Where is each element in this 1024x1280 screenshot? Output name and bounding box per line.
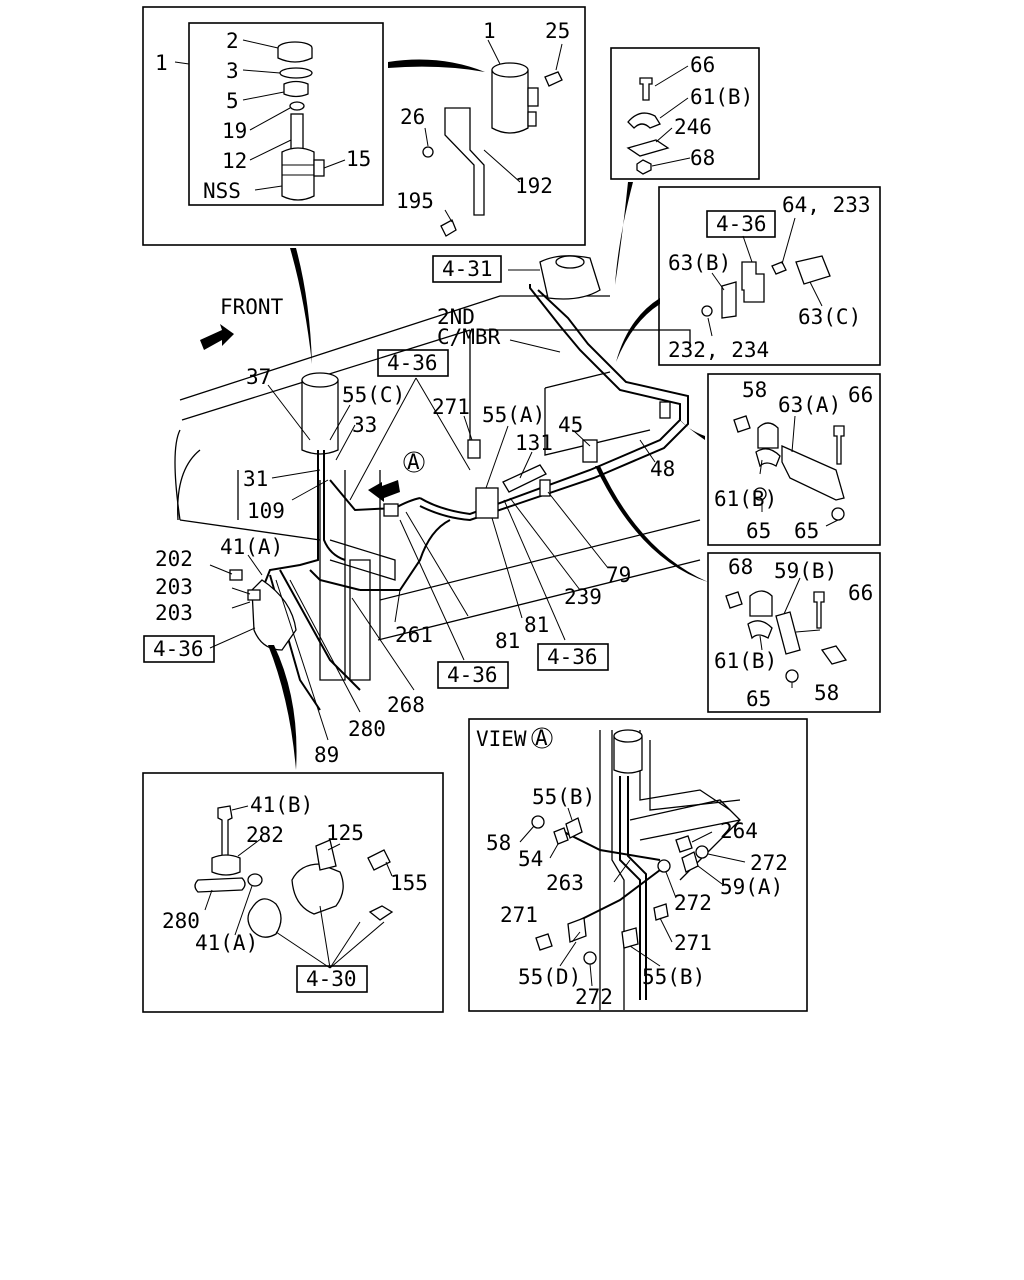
callout-239: 239 [564, 585, 602, 609]
callout-55d: 55(D) [518, 965, 581, 989]
callout-264: 264 [720, 819, 758, 843]
filter-detail-box [142, 6, 586, 246]
callout-81-a: 81 [495, 629, 520, 653]
callout-1: 1 [155, 51, 168, 75]
callout-55a: 55(A) [482, 403, 545, 427]
callout-195: 195 [396, 189, 434, 213]
callout-59a: 59(A) [720, 875, 783, 899]
callout-271-c: 271 [674, 931, 712, 955]
callout-58-a: 58 [742, 378, 767, 402]
callout-37: 37 [246, 365, 271, 389]
callout-41a-2: 41(A) [195, 931, 258, 955]
callout-41b: 41(B) [250, 793, 313, 817]
callout-203-b: 203 [155, 601, 193, 625]
callout-1-mounted: 1 [483, 19, 496, 43]
callout-54: 54 [518, 847, 543, 871]
callout-271-b: 271 [500, 903, 538, 927]
callout-3: 3 [226, 59, 239, 83]
callout-65-b: 65 [794, 519, 819, 543]
callout-63c: 63(C) [798, 305, 861, 329]
callout-68-b: 68 [728, 555, 753, 579]
callout-268: 268 [387, 693, 425, 717]
callout-280-a: 280 [348, 717, 386, 741]
callout-41a: 41(A) [220, 535, 283, 559]
callout-271-a: 271 [432, 395, 470, 419]
ref-4-31: 4-31 [442, 257, 493, 281]
ref-4-36-bracket: 4-36 [716, 212, 767, 236]
callout-272-a: 272 [750, 851, 788, 875]
callout-65-a: 65 [746, 519, 771, 543]
view-a-detail-box [468, 718, 808, 1012]
ref-4-36-left: 4-36 [153, 637, 204, 661]
callout-192: 192 [515, 174, 553, 198]
second-cmbr-label-line1: 2ND [437, 305, 475, 329]
callout-68-a: 68 [690, 146, 715, 170]
callout-89: 89 [314, 743, 339, 767]
pump-detail-box [142, 772, 444, 1013]
callout-12: 12 [222, 149, 247, 173]
second-cmbr-label-line2: C/MBR [437, 325, 501, 349]
callout-59b: 59(B) [774, 559, 837, 583]
callout-5: 5 [226, 89, 239, 113]
callout-131: 131 [515, 431, 553, 455]
callout-55c: 55(C) [342, 383, 405, 407]
view-a-circle-label: A [535, 726, 548, 750]
view-a-title: VIEW [476, 727, 527, 751]
ref-4-36-right: 4-36 [547, 645, 598, 669]
ref-4-36-top: 4-36 [387, 351, 438, 375]
main-assembly [174, 248, 701, 770]
callout-125: 125 [326, 821, 364, 845]
callout-15: 15 [346, 147, 371, 171]
ref-4-36-bottom: 4-36 [447, 663, 498, 687]
callout-61b-c: 61(B) [714, 649, 777, 673]
callout-55b-b: 55(B) [642, 965, 705, 989]
callout-31: 31 [243, 467, 268, 491]
callout-48: 48 [650, 457, 675, 481]
bracket-a-detail-box [678, 373, 881, 546]
callout-25: 25 [545, 19, 570, 43]
callout-61b-a: 61(B) [690, 85, 753, 109]
callout-58-c: 58 [486, 831, 511, 855]
callout-45: 45 [558, 413, 583, 437]
callout-66-b: 66 [848, 383, 873, 407]
callout-263: 263 [546, 871, 584, 895]
clamp-detail-box [610, 47, 760, 285]
callout-65-c: 65 [746, 687, 771, 711]
callout-282: 282 [246, 823, 284, 847]
callout-261: 261 [395, 623, 433, 647]
callout-66-a: 66 [690, 53, 715, 77]
ref-4-30: 4-30 [306, 967, 357, 991]
reference-boxes [143, 210, 776, 993]
callout-272-c: 272 [575, 985, 613, 1009]
front-label: FRONT [220, 295, 284, 319]
callout-109: 109 [247, 499, 285, 523]
callout-202: 202 [155, 547, 193, 571]
callout-2: 2 [226, 29, 239, 53]
bracket-detail-box [616, 186, 881, 366]
bracket-b-detail-box [595, 466, 881, 713]
callout-labels: 1 2 3 5 19 12 15 NSS 1 25 26 192 195 66 … [153, 19, 873, 1009]
callout-66-c: 66 [848, 581, 873, 605]
callout-64-233: 64, 233 [782, 193, 871, 217]
callout-nss: NSS [203, 179, 241, 203]
callout-246: 246 [674, 115, 712, 139]
callout-272-b: 272 [674, 891, 712, 915]
callout-33: 33 [352, 413, 377, 437]
callout-79: 79 [606, 563, 631, 587]
callout-58-b: 58 [814, 681, 839, 705]
callout-280-b: 280 [162, 909, 200, 933]
callout-203-a: 203 [155, 575, 193, 599]
view-a-marker: A [407, 450, 420, 474]
callout-63b: 63(B) [668, 251, 731, 275]
callout-155: 155 [390, 871, 428, 895]
callout-19: 19 [222, 119, 247, 143]
callout-55b-a: 55(B) [532, 785, 595, 809]
callout-232-234: 232, 234 [668, 338, 769, 362]
callout-61b-b: 61(B) [714, 487, 777, 511]
callout-26: 26 [400, 105, 425, 129]
callout-81-b: 81 [524, 613, 549, 637]
callout-63a: 63(A) [778, 393, 841, 417]
